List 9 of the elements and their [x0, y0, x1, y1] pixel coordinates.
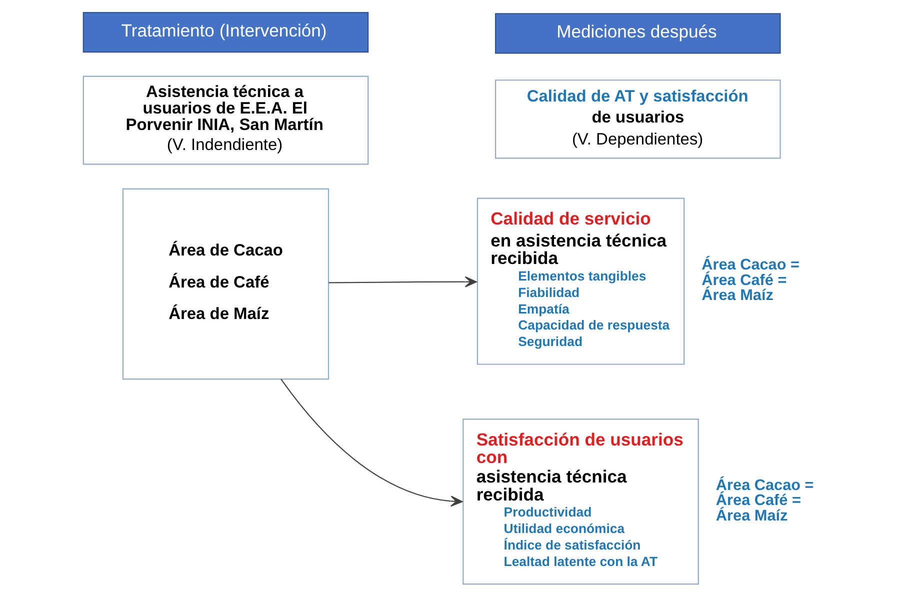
node-box: Tratamiento (Intervención) — [82, 12, 369, 53]
node-label: Área Cacao = Área Café = Área Maíz — [716, 476, 814, 525]
node-label: Área Cacao = Área Café = Área Maíz — [702, 256, 800, 304]
node-box: Área de Cacao Área de Café Área de Maíz — [122, 188, 330, 380]
node-box: Mediciones después — [495, 13, 781, 54]
node-box: Asistencia técnica a usuarios de E.E.A. El Porvenir INIA, San Martín (V. Indendiente) — [82, 76, 369, 165]
arrow — [328, 276, 477, 288]
arrow — [280, 378, 463, 507]
node-box: Calidad de AT y satisfacción de usuarios (V. Dependientes) — [495, 80, 781, 159]
